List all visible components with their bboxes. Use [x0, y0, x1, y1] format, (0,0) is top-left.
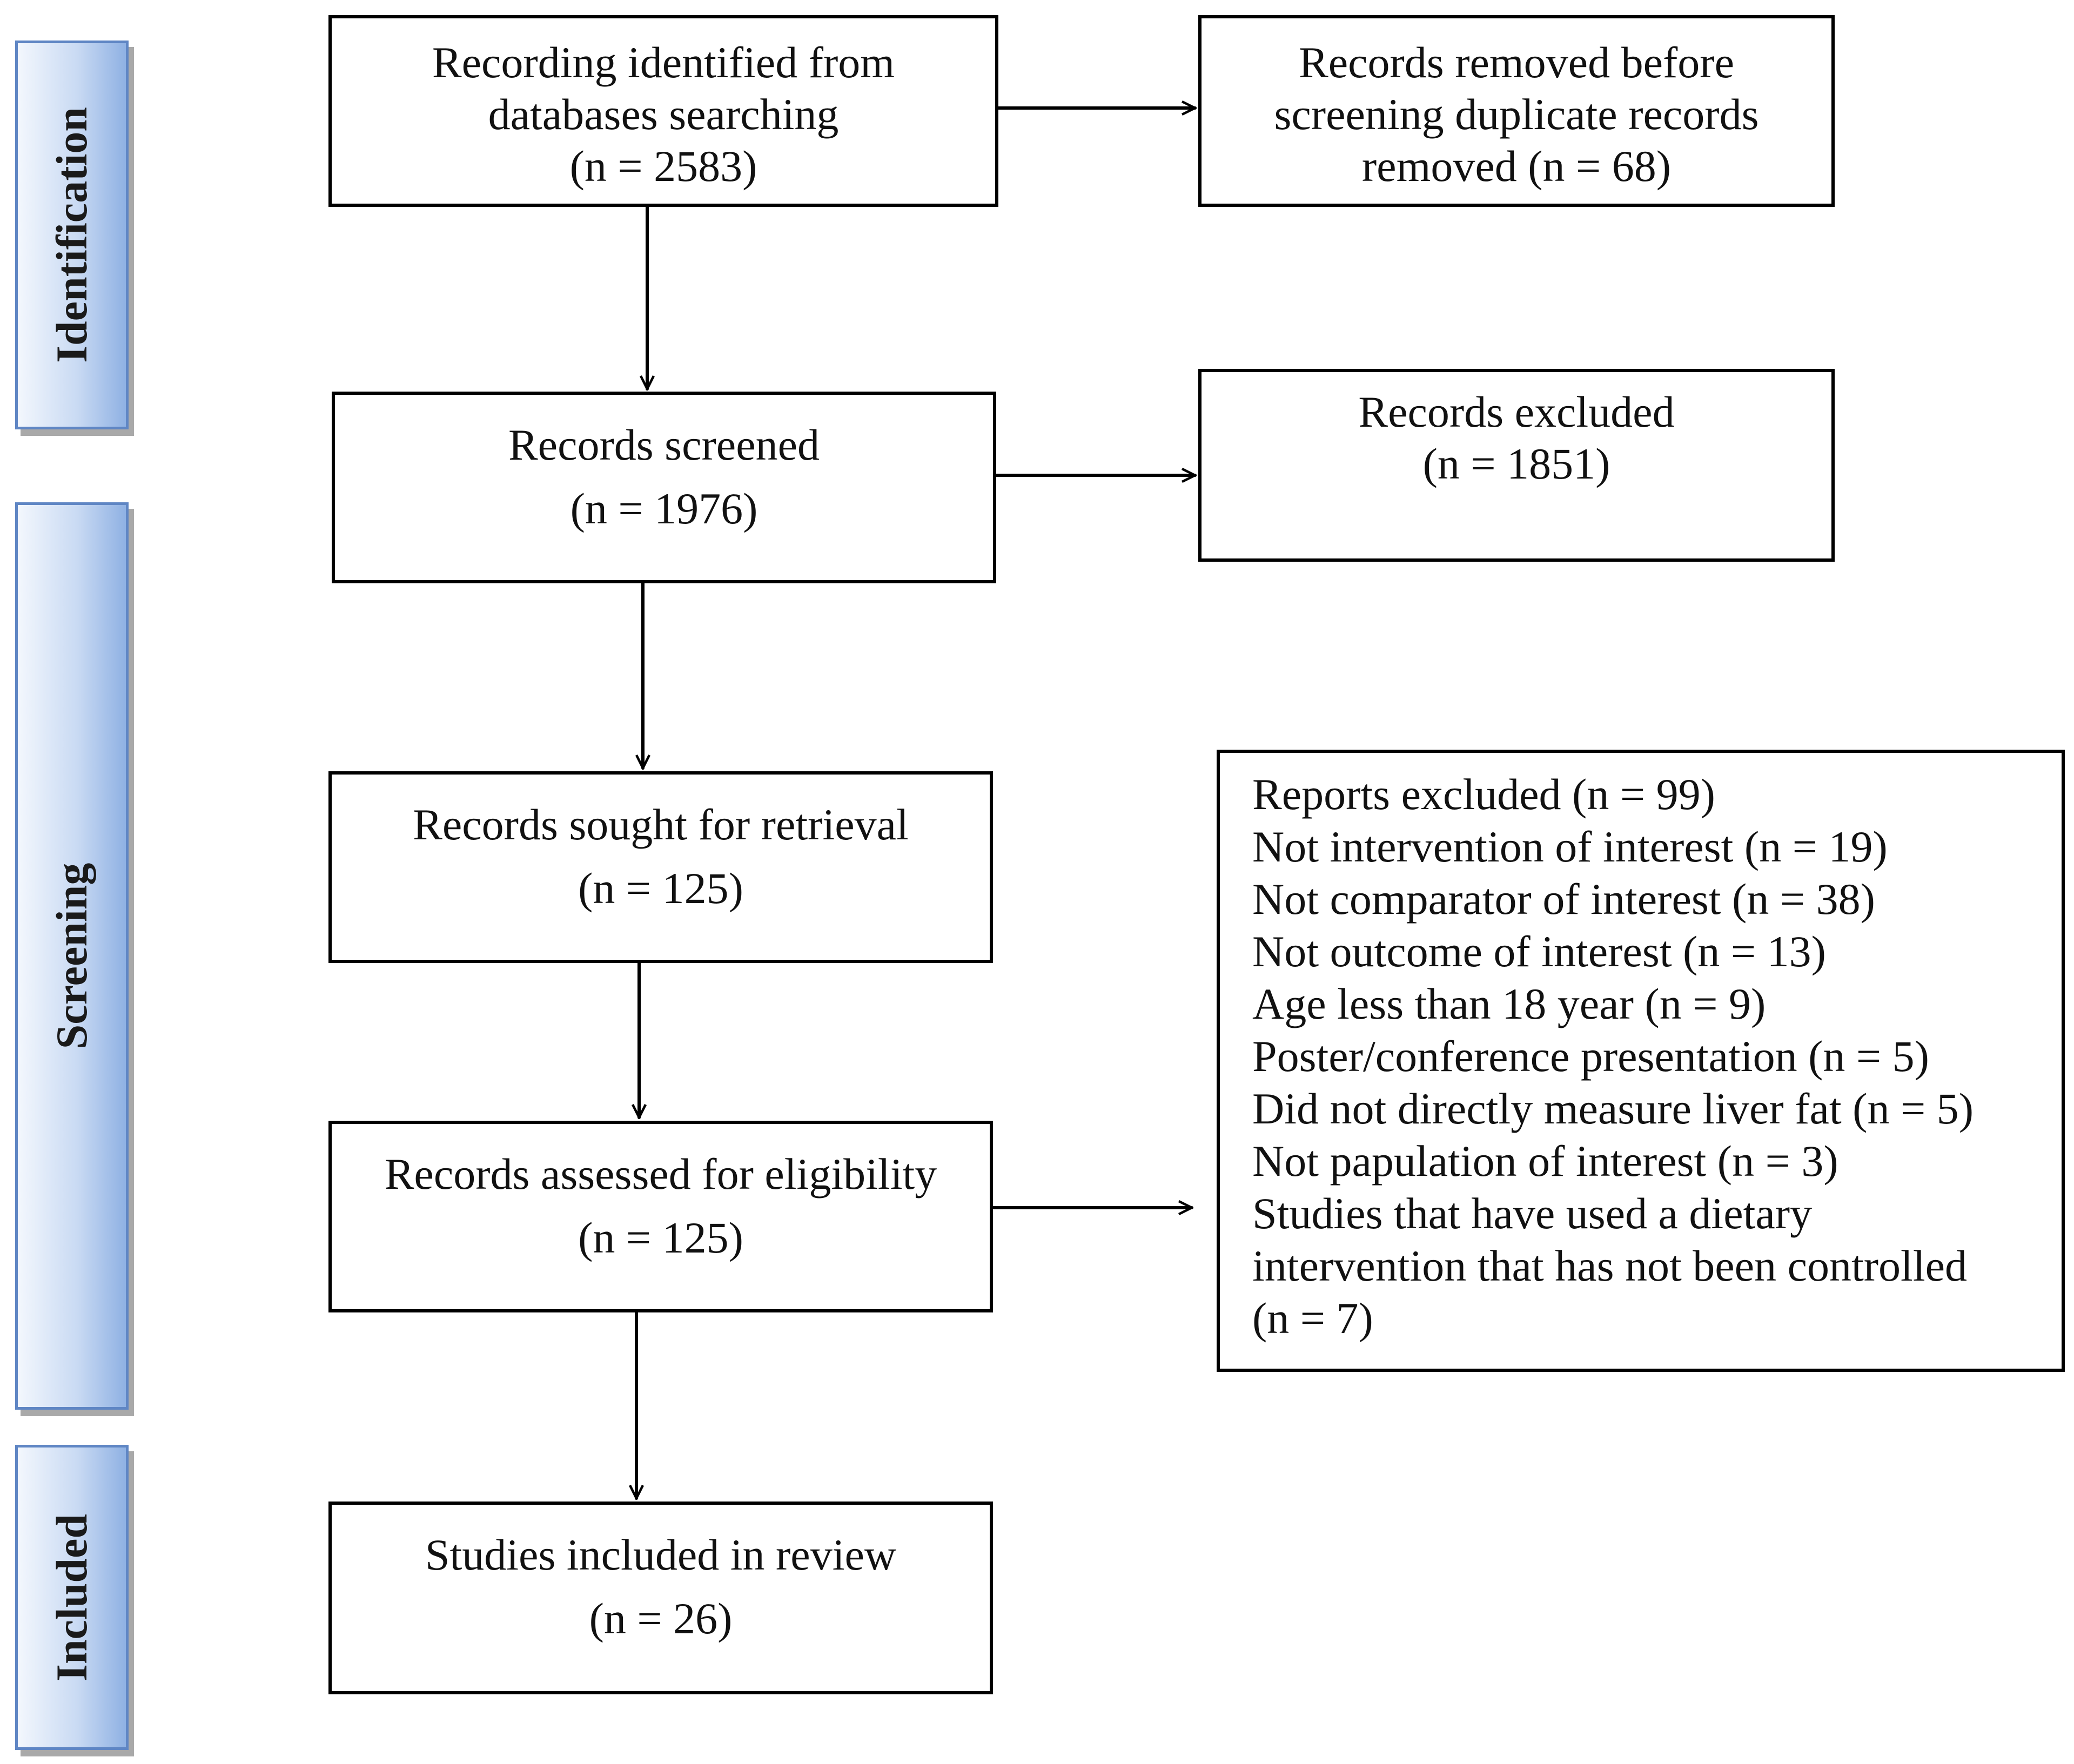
box-records-screened: Records screened (n = 1976) [332, 392, 996, 583]
box-records-eligibility: Records assessed for eligibility (n = 12… [328, 1121, 993, 1312]
list-line: Not outcome of interest (n = 13) [1252, 927, 1826, 976]
box-line: Records sought for retrieval [413, 800, 909, 849]
box-line: Records excluded [1358, 387, 1675, 436]
list-line: Poster/conference presentation (n = 5) [1252, 1032, 1929, 1081]
box-records-retrieval: Records sought for retrieval (n = 125) [328, 771, 993, 963]
box-line: Studies included in review [425, 1530, 897, 1579]
box-line: removed (n = 68) [1361, 142, 1672, 191]
box-records-removed: Records removed before screening duplica… [1198, 15, 1835, 207]
box-line: screening duplicate records [1274, 90, 1759, 139]
list-line: Not papulation of interest (n = 3) [1252, 1136, 1838, 1186]
box-line: (n = 26) [589, 1594, 733, 1643]
box-line: (n = 125) [578, 1213, 743, 1262]
box-records-identified: Recording identified from databases sear… [328, 15, 998, 207]
box-line: (n = 2583) [569, 142, 757, 191]
box-line: (n = 1851) [1422, 439, 1610, 488]
box-line: (n = 1976) [570, 484, 758, 533]
list-line: intervention that has not been controlle… [1252, 1241, 1968, 1290]
box-line: databases searching [488, 90, 839, 139]
box-line: Recording identified from [432, 38, 895, 87]
list-line: Age less than 18 year (n = 9) [1252, 979, 1766, 1028]
box-line: Records screened [508, 420, 820, 469]
list-line: Reports excluded (n = 99) [1252, 770, 1715, 819]
box-line: (n = 125) [578, 864, 743, 913]
list-line: Not intervention of interest (n = 19) [1252, 822, 1888, 871]
phase-included: Included [15, 1445, 129, 1750]
list-line: (n = 7) [1252, 1294, 1373, 1343]
list-line: Did not directly measure liver fat (n = … [1252, 1084, 1974, 1133]
phase-screening: Screening [15, 502, 129, 1410]
box-reports-excluded: Reports excluded (n = 99) Not interventi… [1217, 750, 2065, 1372]
box-studies-included: Studies included in review (n = 26) [328, 1502, 993, 1694]
list-line: Not comparator of interest (n = 38) [1252, 874, 1875, 924]
box-records-excluded: Records excluded (n = 1851) [1198, 369, 1835, 562]
phase-identification: Identification [15, 41, 129, 429]
box-line: Records removed before [1299, 38, 1734, 87]
box-line: Records assessed for eligibility [384, 1149, 937, 1199]
list-line: Studies that have used a dietary [1252, 1189, 1813, 1238]
